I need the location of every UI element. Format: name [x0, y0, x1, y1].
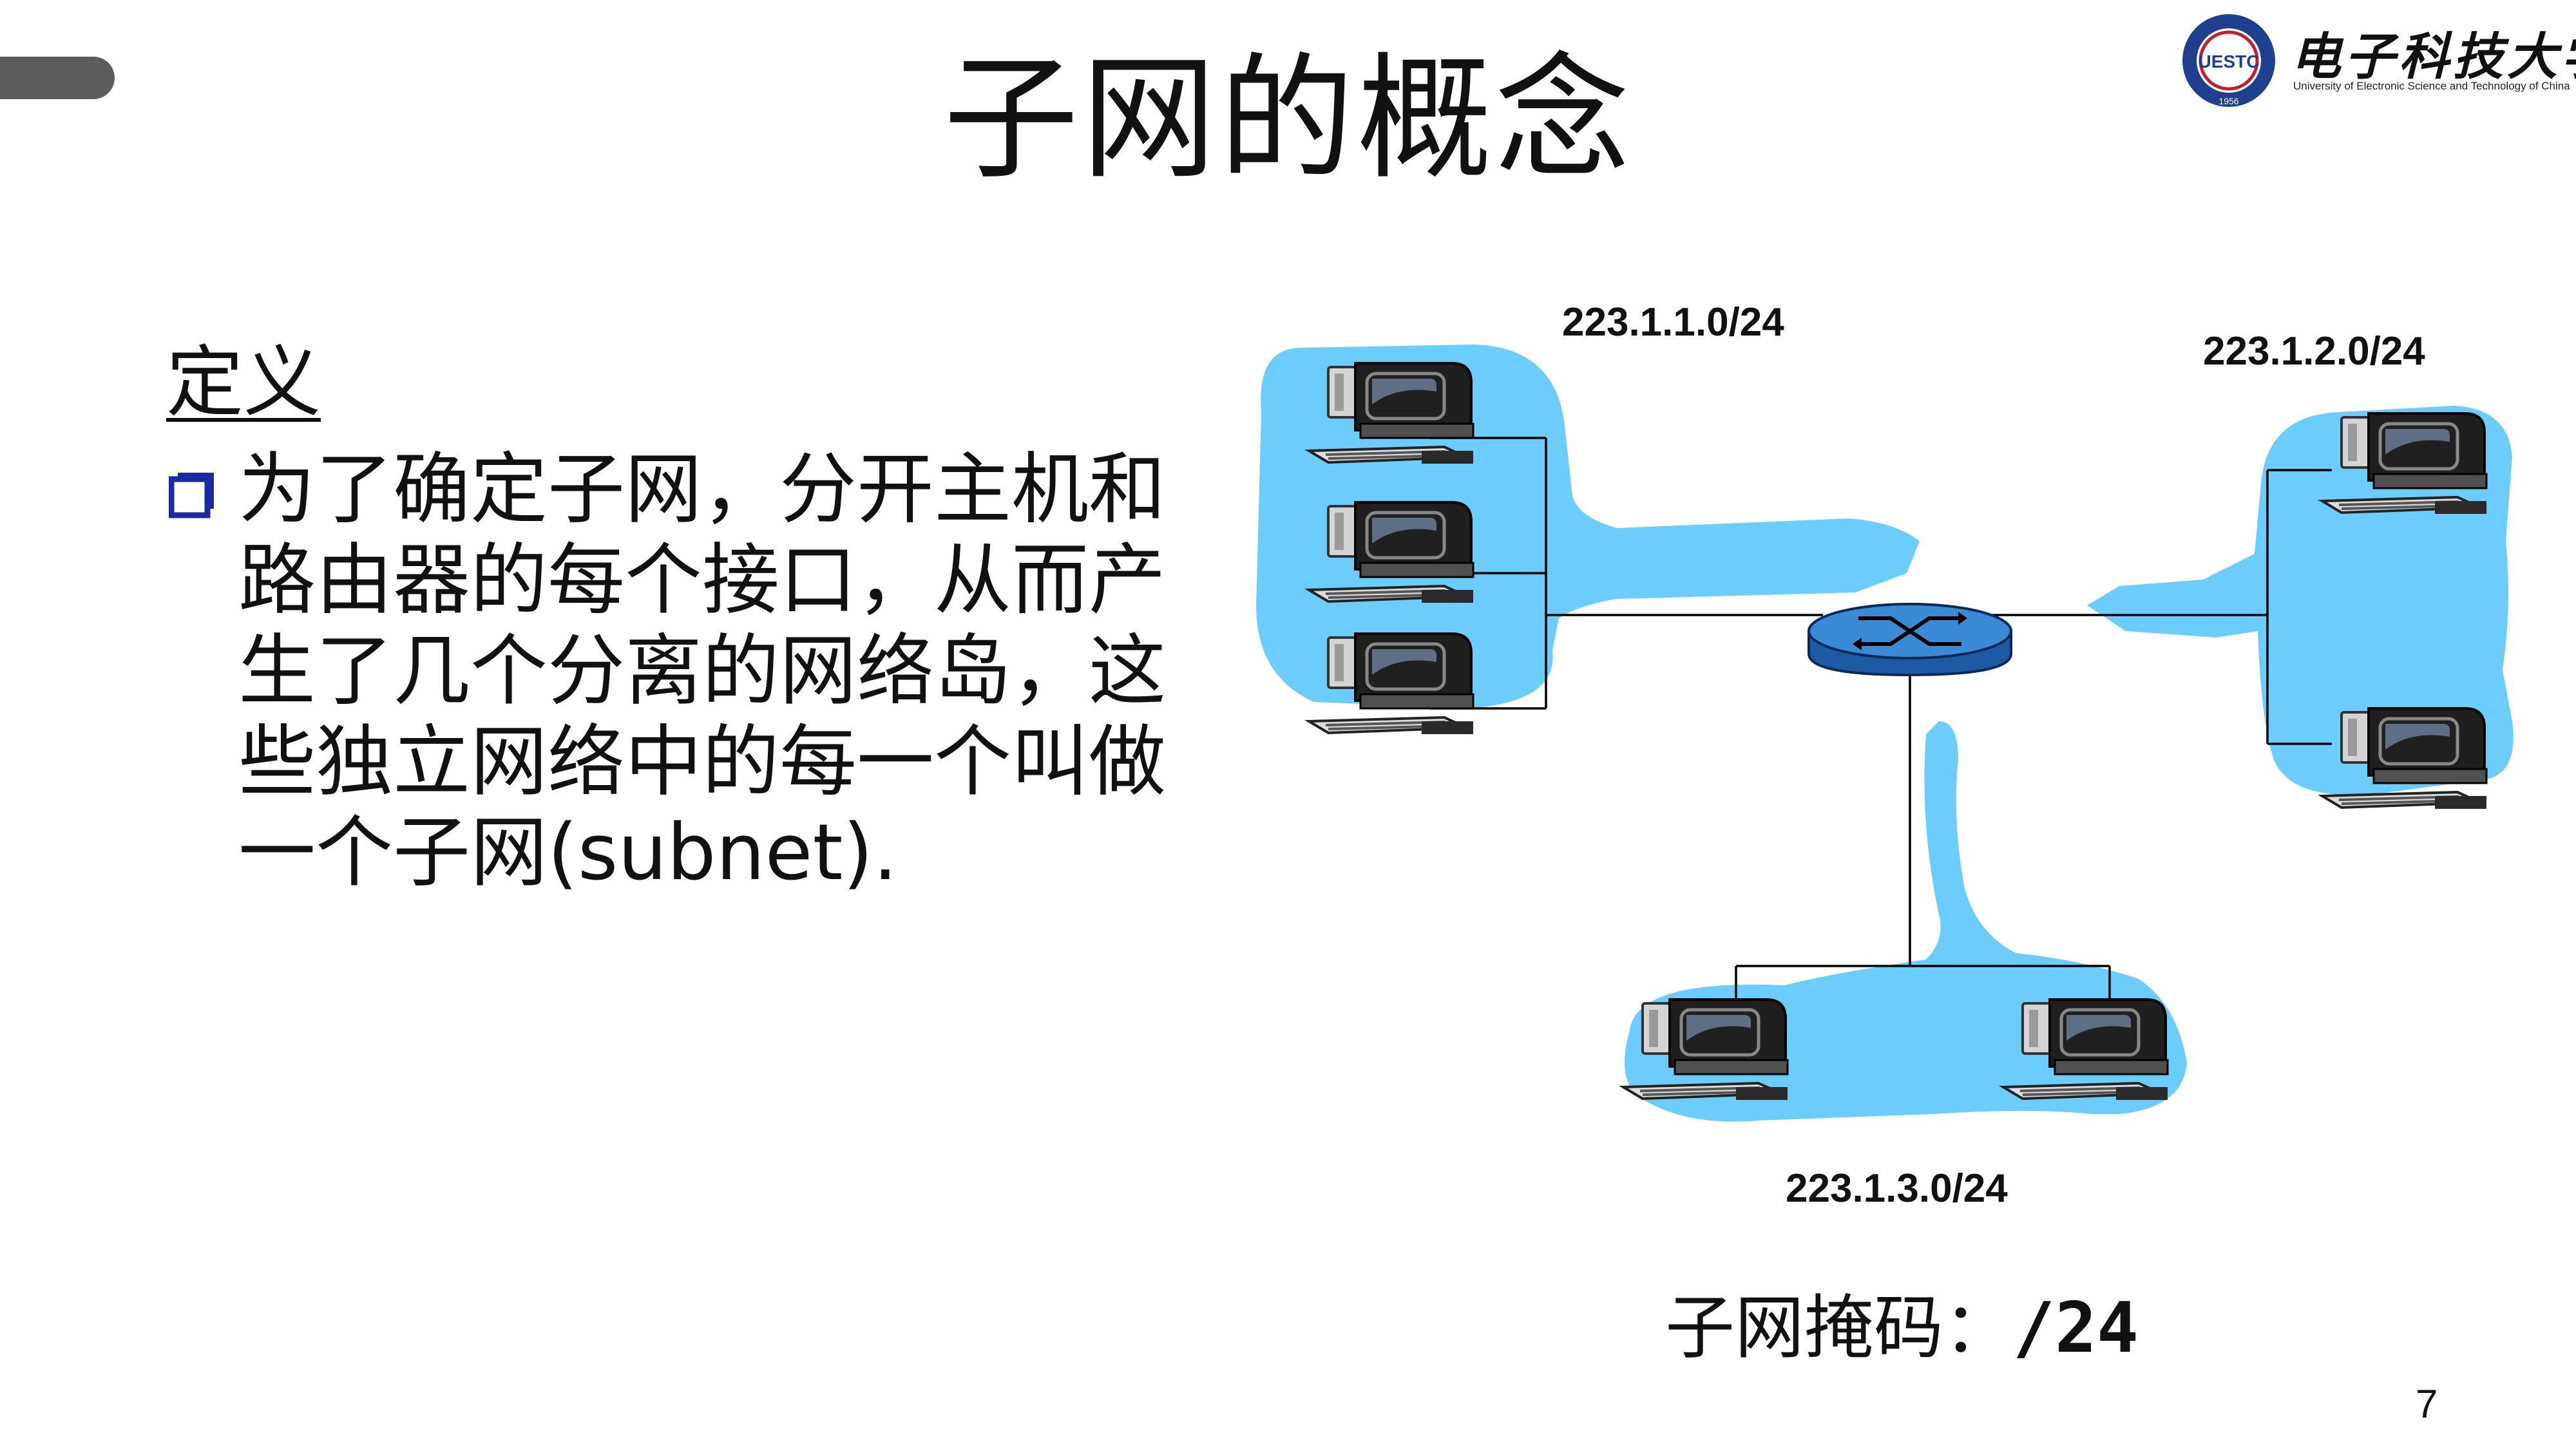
router-icon: [1809, 604, 2011, 675]
definition-line: 一个子网(subnet).: [238, 808, 1179, 898]
university-seal-icon: UESTC 1956: [2177, 9, 2280, 112]
subnet-label-1: 223.1.1.0/24: [1562, 299, 1784, 345]
host-computer-icon: [1309, 634, 1473, 734]
network-topology: [1256, 270, 2544, 1236]
definition-text: 为了确定子网，分开主机和 路由器的每个接口，从而产 生了几个分离的网络岛，这 些…: [238, 444, 1179, 898]
logo-english-name: University of Electronic Science and Tec…: [2293, 80, 2570, 93]
page-number: 7: [2416, 1381, 2438, 1427]
definition-line: 生了几个分离的网络岛，这: [238, 626, 1179, 717]
definition-line: 路由器的每个接口，从而产: [238, 535, 1179, 626]
square-bullet-icon: [169, 470, 218, 519]
subnet-label-3: 223.1.3.0/24: [1786, 1166, 2008, 1211]
subnet-mask-value: /24: [2013, 1288, 2139, 1368]
subnet-label-2: 223.1.2.0/24: [2203, 328, 2425, 374]
seal-year: 1956: [2218, 96, 2238, 106]
definition-heading: 定义: [166, 335, 321, 431]
logo-chinese-name: 电子科技大学: [2291, 17, 2576, 89]
definition-line: 为了确定子网，分开主机和: [238, 444, 1179, 535]
seal-text: UESTC: [2199, 52, 2260, 71]
definition-line: 些独立网络中的每一个叫做: [238, 717, 1179, 808]
subnet-diagram: 223.1.1.0/24 223.1.2.0/24 223.1.3.0/24: [1256, 270, 2544, 1239]
subnet-mask-caption: 子网掩码：/24: [1665, 1272, 2139, 1372]
university-logo: UESTC 1956 电子科技大学 University of Electron…: [2177, 9, 2564, 112]
subnet-mask-label: 子网掩码：: [1665, 1288, 2013, 1368]
